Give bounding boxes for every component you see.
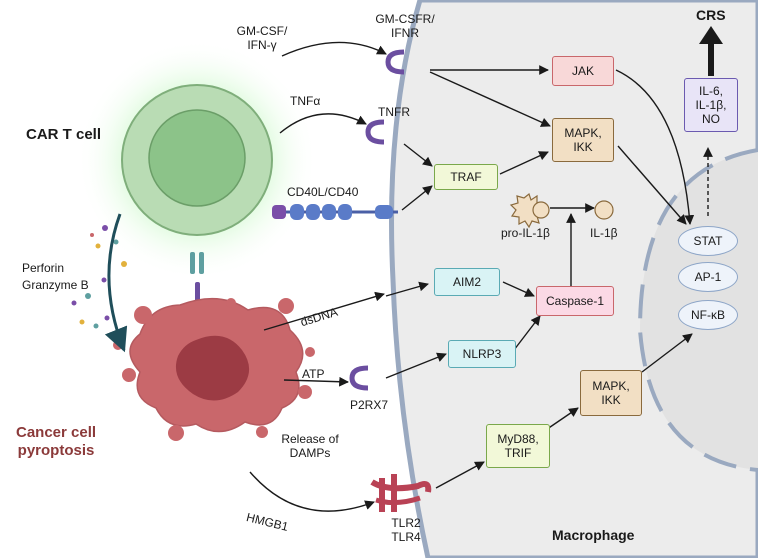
arrow-aim2-casp [502,281,535,297]
cancer-nucleus [175,335,250,401]
aim2-box: AIM2 [434,268,500,296]
perforin-label: Perforin Granzyme B [22,261,89,292]
crs-label: CRS [696,7,726,23]
cytokines-box: IL-6, IL-1β, NO [684,78,738,132]
pro-il1b-label: pro-IL-1β [501,226,550,240]
arrow-cd40-traf [401,185,433,211]
arrow-atp-nlrp3 [385,352,447,379]
mapk-top-box: MAPK, IKK [552,118,614,162]
tlr-label: TLR2 TLR4 [391,516,421,544]
arrow-mapk-stat [617,145,687,225]
nlrp3-box: NLRP3 [448,340,516,368]
arrow-jak-stat [615,69,695,225]
arrow-traf-mapk [499,151,549,175]
arrow-p2-aim2 [385,281,429,297]
arrow-gmcsf [281,41,387,57]
il1b-ball [594,200,614,220]
p2rx7-receptor [349,365,369,391]
atp-label: ATP [302,367,325,381]
car-receptor [190,252,195,274]
arrow-dsdna [263,291,385,331]
tf-nfkb: NF-κB [678,300,738,330]
tf-ap1: AP-1 [678,262,738,292]
mapk-bottom-box: MAPK, IKK [580,370,642,416]
cd40-label: CD40L/CD40 [287,185,359,199]
arrow-gmcsfr-mapk [429,71,551,127]
jak-box: JAK [552,56,614,86]
car-t-label: CAR T cell [26,126,102,143]
perforin-arrow [104,213,128,353]
arrow-tnfr-traf [403,143,433,167]
gmcsfr-receptor [385,49,405,75]
myd88-box: MyD88, TRIF [486,424,550,468]
cancer-label: Cancer cell pyroptosis [16,424,97,459]
pro-il1b-head [532,201,550,219]
gmcsf-label: GM-CSF/ IFN-γ [236,24,288,52]
granule-dots [71,225,127,329]
arrow-nlrp3-casp [513,315,541,351]
pro-il1b-spiky [509,192,546,229]
cd40-molecule [272,204,398,220]
arrow-tlr-myd88 [435,461,485,489]
car-t-nucleus [148,109,246,207]
arrow-tnfa [279,113,367,134]
p2rx7-label: P2RX7 [350,398,389,412]
tf-stat: STAT [678,226,738,256]
tlr-receptor [370,474,432,512]
tnfr-receptor [365,119,385,145]
gmcsfr-label: GM-CSFR/ IFNR [375,12,435,40]
tnfr-label: TNFR [378,105,410,119]
caspase1-box: Caspase-1 [536,286,614,316]
macrophage-label: Macrophage [552,527,635,543]
il1b-label: IL-1β [590,226,618,240]
arrow-atp [283,376,349,387]
traf-box: TRAF [434,164,498,190]
arrow-hmgb1 [249,471,375,512]
tnfa-label: TNFα [290,94,321,108]
damps-label: Release of DAMPs [281,432,339,460]
arrow-mapk-nfkb [641,333,693,373]
